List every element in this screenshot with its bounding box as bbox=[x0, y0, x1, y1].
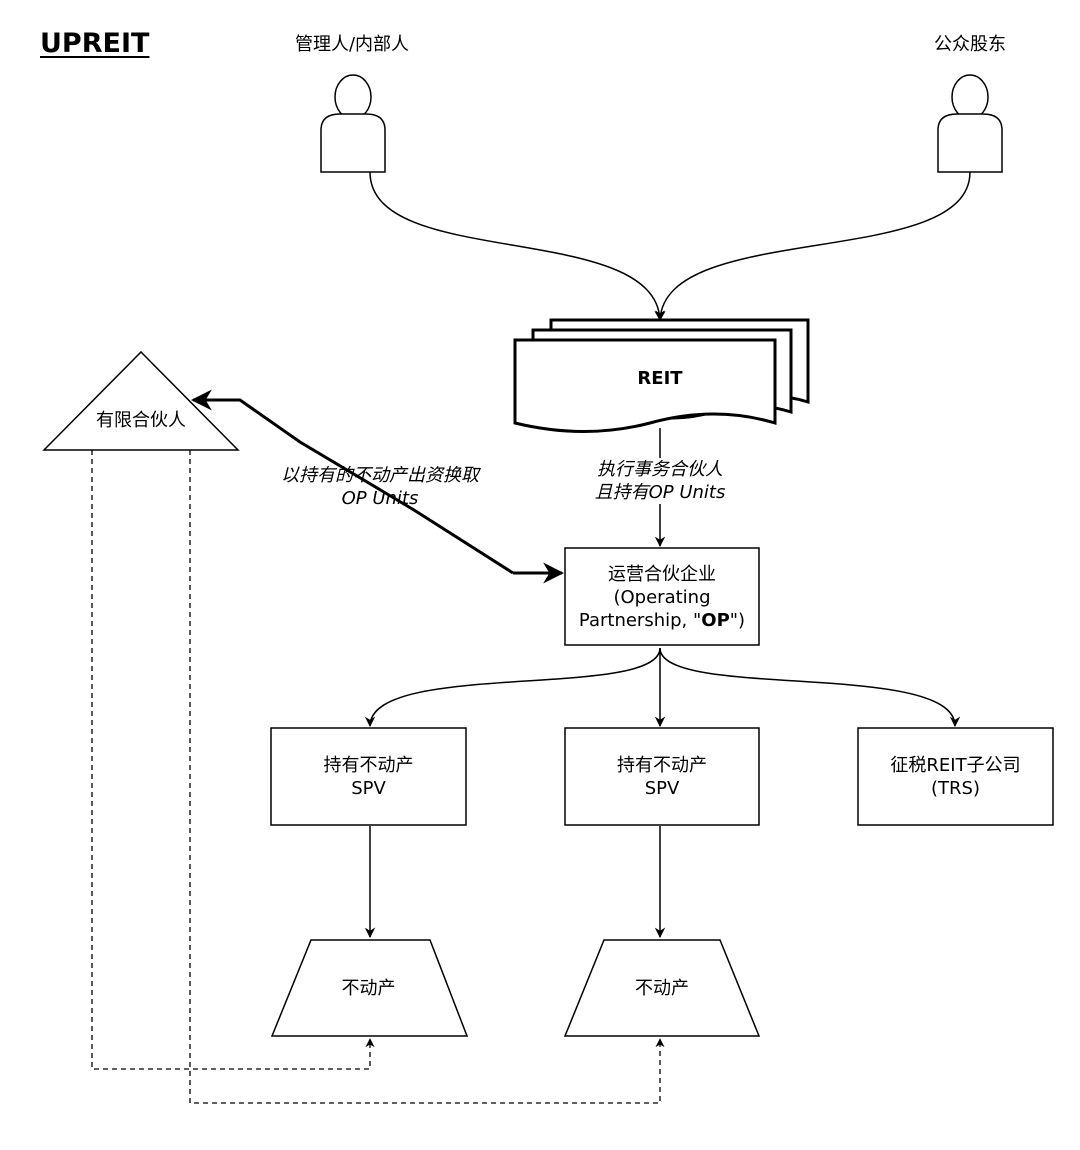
lp-to-property1-dashed-connector bbox=[91, 450, 375, 1070]
spv1-label: 持有不动产 SPV bbox=[271, 754, 466, 800]
trs-label-line1: 征税REIT子公司 bbox=[890, 755, 1021, 776]
public-to-reit-connector bbox=[655, 171, 971, 322]
property2-node[interactable] bbox=[563, 939, 761, 1037]
reit-gp-edge-label: 执行事务合伙人 且持有OP Units bbox=[560, 458, 760, 504]
lp-exchange-edge-label: 以持有的不动产出资换取 OP Units bbox=[255, 464, 505, 510]
diagram-title: UPREIT bbox=[40, 28, 150, 59]
lp-to-property2-dashed-connector bbox=[189, 450, 665, 1104]
property2-label: 不动产 bbox=[635, 978, 689, 999]
op-label-line3: Partnership, "OP") bbox=[565, 609, 759, 632]
public-shareholder-label: 公众股东 bbox=[934, 34, 1006, 55]
lp-exchange-edge-label-line2: OP Units bbox=[341, 488, 419, 509]
public-shareholder-person-icon bbox=[937, 74, 1003, 173]
op-to-trs-connector bbox=[659, 647, 961, 728]
op-label-line3-bold: OP bbox=[701, 610, 730, 631]
reit-label: REIT bbox=[637, 368, 683, 389]
reit-node[interactable] bbox=[513, 318, 810, 433]
reit-gp-edge-label-line1: 执行事务合伙人 bbox=[597, 459, 723, 480]
spv1-node[interactable] bbox=[270, 727, 467, 826]
reit-gp-edge-label-line2: 且持有OP Units bbox=[594, 482, 726, 503]
spv2-node[interactable] bbox=[564, 727, 760, 826]
limited-partner-node[interactable] bbox=[42, 350, 240, 451]
spv2-label: 持有不动产 SPV bbox=[565, 754, 759, 800]
manager-to-reit-connector bbox=[369, 171, 665, 322]
spv1-label-line2: SPV bbox=[351, 778, 386, 799]
lp-op-exchange-connector bbox=[190, 389, 514, 575]
spv2-label-line2: SPV bbox=[644, 778, 680, 799]
operating-partnership-label: 运营合伙企业 (Operating Partnership, "OP") bbox=[565, 563, 759, 632]
spv2-label-line1: 持有不动产 bbox=[617, 755, 707, 776]
op-label-line2: (Operating bbox=[613, 587, 711, 608]
property1-label: 不动产 bbox=[341, 978, 396, 999]
operating-partnership-node[interactable] bbox=[564, 547, 760, 646]
trs-label: 征税REIT子公司 (TRS) bbox=[858, 754, 1053, 800]
property1-node[interactable] bbox=[270, 939, 469, 1037]
trs-node[interactable] bbox=[857, 727, 1054, 826]
spv1-label-line1: 持有不动产 bbox=[323, 755, 414, 776]
limited-partner-label: 有限合伙人 bbox=[96, 410, 186, 431]
lp-exchange-edge-label-line1: 以持有的不动产出资换取 bbox=[281, 465, 479, 486]
op-label-line3-post: ") bbox=[729, 610, 746, 631]
op-label-line3-pre: Partnership, " bbox=[578, 610, 702, 631]
manager-person-icon bbox=[320, 74, 386, 173]
trs-label-line2: (TRS) bbox=[931, 778, 980, 799]
op-label-line1: 运营合伙企业 bbox=[608, 564, 716, 585]
op-to-spv1-connector bbox=[364, 647, 661, 728]
manager-label: 管理人/内部人 bbox=[294, 34, 410, 55]
